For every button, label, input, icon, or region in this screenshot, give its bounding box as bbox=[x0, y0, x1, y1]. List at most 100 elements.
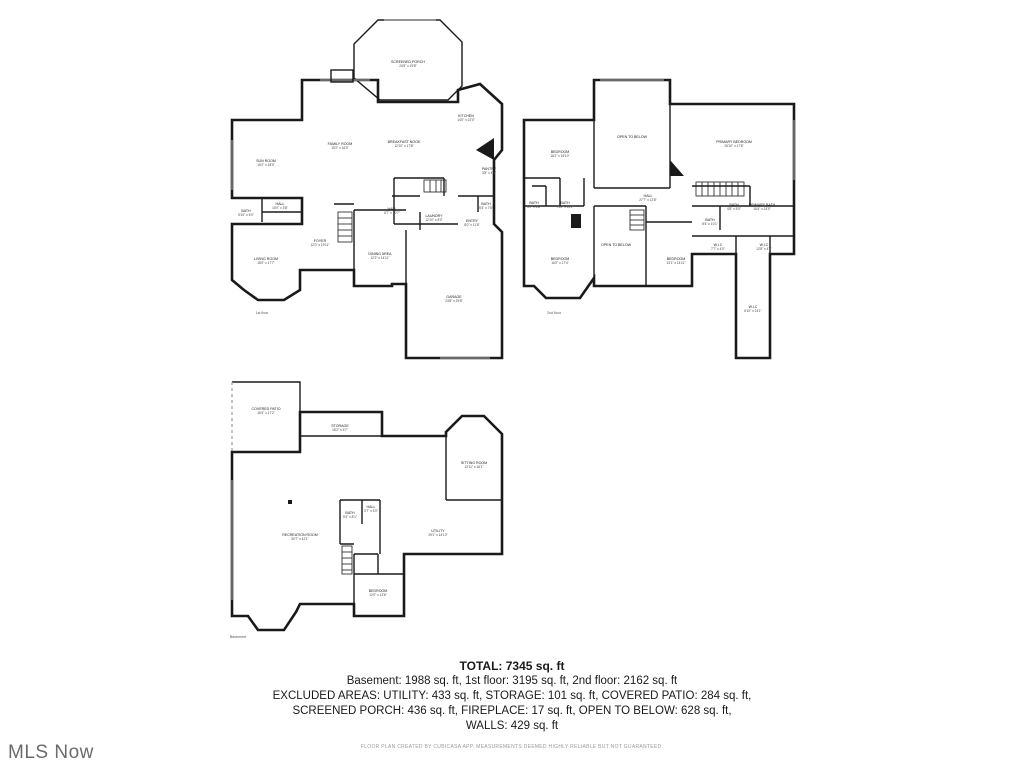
room-dims: 16'2" x 17'4" bbox=[551, 261, 568, 265]
screened-porch-walls bbox=[353, 19, 463, 101]
room-name: PRIMARY BEDROOM bbox=[716, 140, 752, 144]
room-name: BEDROOM bbox=[667, 257, 686, 261]
first-floor-interior bbox=[261, 177, 494, 286]
room-dims: 8'4" x 10'1" bbox=[702, 222, 718, 226]
room-name: BEDROOM bbox=[369, 589, 388, 593]
room-name: FOYER bbox=[314, 239, 327, 243]
room-dims: 6'7" x 10'7" bbox=[384, 211, 400, 215]
room-dims: 3'7" x 5'0" bbox=[364, 509, 378, 513]
room-name: STORAGE bbox=[331, 424, 349, 428]
room-name: BATH bbox=[345, 511, 355, 515]
room-name: HALL bbox=[367, 505, 376, 509]
room-dims: 13'1" x 14'11" bbox=[666, 261, 685, 265]
room-name: KITCHEN bbox=[458, 114, 474, 118]
room-name: BATH bbox=[729, 203, 739, 207]
excluded-areas-line: WALLS: 429 sq. ft bbox=[465, 720, 559, 732]
area-summary: TOTAL: 7345 sq. ft Basement: 1988 sq. ft… bbox=[0, 659, 1024, 734]
room-name: DINING AREA bbox=[368, 252, 392, 256]
refrigerator bbox=[476, 138, 494, 160]
room-dims: 12'11" x 16'1" bbox=[464, 465, 483, 469]
room-name: BATH bbox=[241, 209, 251, 213]
room-name: HALL bbox=[644, 194, 653, 198]
basement-plan bbox=[230, 381, 504, 632]
room-dims: 30'7" x 42'1" bbox=[291, 537, 308, 541]
room-dims: 12'0" x 13'6" bbox=[369, 593, 386, 597]
room-dims: 16'4" x 17'2" bbox=[257, 411, 274, 415]
second-floor-stairs bbox=[629, 181, 745, 231]
floor-label: 1st floor bbox=[256, 311, 270, 315]
room-dims: 16'4" x 14'0" bbox=[753, 207, 770, 211]
room-dims: 5'4" x 8'1" bbox=[343, 515, 357, 519]
room-dims: 14'0" x 22'0" bbox=[457, 118, 474, 122]
room-dims: 5'0" x 5'8" bbox=[527, 205, 541, 209]
room-dims: 16'0" x 17'7" bbox=[257, 261, 274, 265]
room-dims: 19'2" x 16'0" bbox=[331, 146, 348, 150]
room-name: ENTRY bbox=[466, 219, 479, 223]
room-name: BREAKFAST NOOK bbox=[388, 140, 421, 144]
total-area: TOTAL: 7345 sq. ft bbox=[459, 659, 565, 673]
second-floor-walls bbox=[522, 78, 796, 360]
room-name: PRIMARY BATH bbox=[749, 203, 776, 207]
room-name: RECREATION ROOM bbox=[282, 533, 317, 537]
room-name: LIVING ROOM bbox=[254, 257, 278, 261]
first-floor-plan bbox=[230, 19, 504, 360]
room-dims: 16'2" x 15'10" bbox=[550, 154, 569, 158]
room-name: HALL bbox=[276, 202, 285, 206]
room-dims: 16'2" x 5'7" bbox=[332, 428, 348, 432]
room-name: SUN ROOM bbox=[256, 159, 276, 163]
room-name: FAMILY ROOM bbox=[328, 142, 353, 146]
room-dims: 8'0" x 11'8" bbox=[464, 223, 479, 227]
room-dims: 4'8" x 5'0" bbox=[727, 207, 741, 211]
room-dims: 12'2" x 14'11" bbox=[370, 256, 389, 260]
excluded-areas-line: SCREENED PORCH: 436 sq. ft, FIREPLACE: 1… bbox=[292, 705, 732, 717]
floor-label: 2nd floor bbox=[547, 311, 562, 315]
room-dims: 12'10" x 17'8" bbox=[394, 144, 413, 148]
room-name: W.I.C bbox=[760, 243, 769, 247]
disclaimer: FLOOR PLAN CREATED BY CUBICASA APP. MEAS… bbox=[360, 744, 664, 750]
room-name: BEDROOM bbox=[551, 150, 570, 154]
room-dims: 12'8" x 4'7" bbox=[756, 247, 772, 251]
room-dims: 3'8" x 4'8" bbox=[482, 171, 496, 175]
room-dims: 23'8" x 29'8" bbox=[445, 299, 462, 303]
room-name: GARAGE bbox=[446, 295, 462, 299]
room-dims: 7'7" x 4'0" bbox=[711, 247, 725, 251]
floor-label: Basement bbox=[230, 635, 246, 639]
room-name: HALL bbox=[388, 207, 397, 211]
room-labels: SCREENED PORCH 24'5" x 19'8" KITCHEN 14'… bbox=[230, 60, 776, 639]
room-name: BATH bbox=[560, 201, 570, 205]
room-name: COVERED PATIO bbox=[251, 407, 280, 411]
wall-corner bbox=[670, 160, 684, 176]
room-name: BATH bbox=[705, 218, 715, 222]
room-name: BEDROOM bbox=[551, 257, 570, 261]
room-dims: 16'2" x 18'0" bbox=[257, 163, 274, 167]
room-dims: 5'10" x 5'0" bbox=[238, 213, 254, 217]
basement-interior bbox=[300, 435, 502, 604]
room-dims: 5'4" x 7'6" bbox=[479, 206, 493, 210]
basement-walls bbox=[230, 410, 504, 632]
room-name: W.I.C bbox=[749, 305, 758, 309]
room-name: BATH bbox=[529, 201, 539, 205]
second-floor-interior bbox=[524, 104, 794, 286]
fireplace bbox=[330, 69, 354, 83]
room-name: OPEN TO BELOW bbox=[617, 135, 648, 139]
room-name: PANTRY bbox=[482, 167, 497, 171]
room-name: LAUNDRY bbox=[425, 214, 443, 218]
room-name: W.I.C bbox=[714, 243, 723, 247]
support-post bbox=[288, 500, 292, 504]
room-dims: 6'10" x 24'1" bbox=[744, 309, 761, 313]
room-dims: 24'5" x 19'8" bbox=[399, 64, 416, 68]
room-dims: 29'1" x 14'10" bbox=[428, 533, 447, 537]
room-dims: 27'7" x 12'8" bbox=[639, 198, 656, 202]
fixture bbox=[571, 214, 581, 228]
floor-areas: Basement: 1988 sq. ft, 1st floor: 3195 s… bbox=[346, 675, 678, 687]
room-name: OPEN TO BELOW bbox=[601, 243, 632, 247]
room-dims: 10'0" x 3'8" bbox=[272, 206, 288, 210]
first-floor-stairs bbox=[337, 179, 447, 243]
room-dims: 12'0" x 19'11" bbox=[310, 243, 329, 247]
basement-stairs bbox=[341, 545, 353, 575]
room-dims: 12'10" x 8'0" bbox=[425, 218, 442, 222]
room-name: SITTING ROOM bbox=[461, 461, 487, 465]
room-name: UTILITY bbox=[431, 529, 445, 533]
room-name: SCREENED PORCH bbox=[391, 60, 425, 64]
